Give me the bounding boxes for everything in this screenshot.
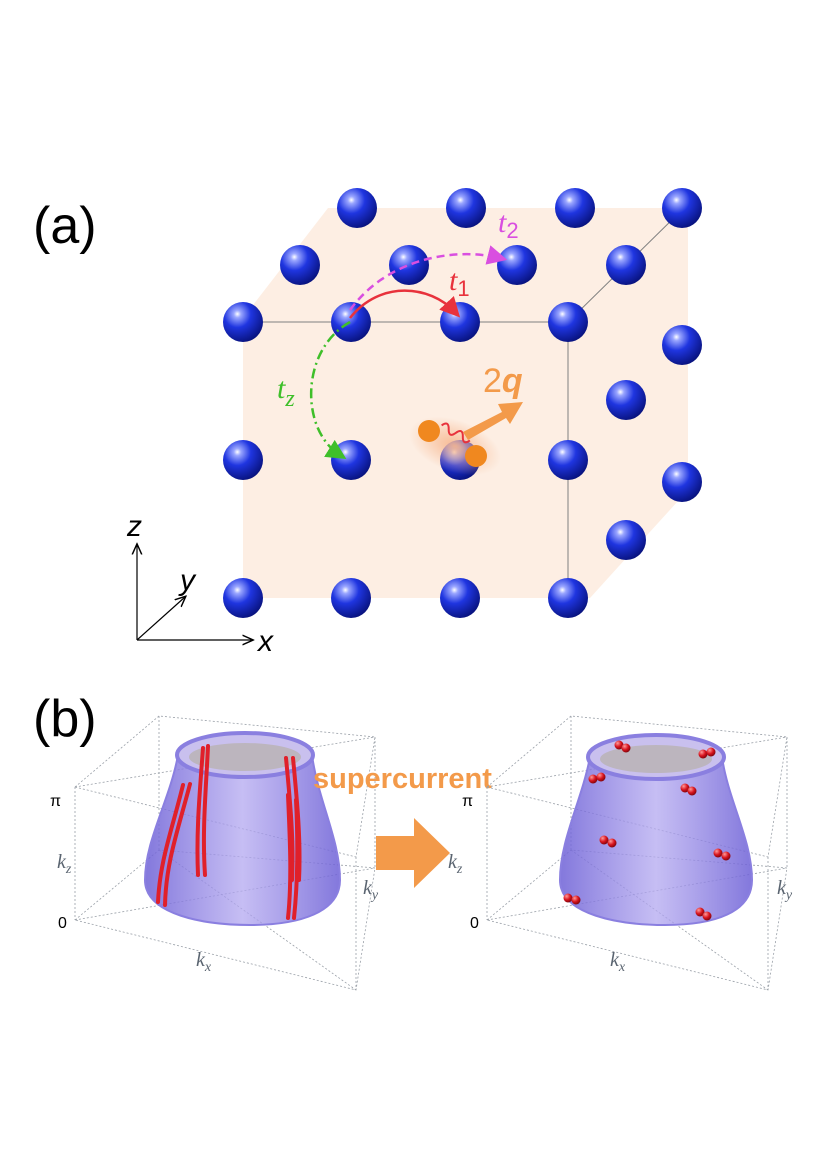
- atom: [606, 380, 646, 420]
- y-axis: [136, 597, 185, 641]
- hop-t1-arrow: [349, 289, 461, 319]
- atom: [389, 245, 429, 285]
- atom: [440, 578, 480, 618]
- atom: [331, 578, 371, 618]
- atom: [440, 302, 480, 342]
- nodal-point: [588, 774, 598, 784]
- right-fermi-surface: [558, 756, 754, 927]
- electron-2: [465, 445, 487, 467]
- atom: [223, 578, 263, 618]
- nodal-point: [695, 907, 705, 917]
- panel-a-label: (a): [33, 197, 97, 255]
- nodal-line: [201, 744, 210, 877]
- nodal-point: [596, 772, 606, 782]
- supercurrent-arrow: [376, 818, 450, 888]
- atom: [280, 245, 320, 285]
- atom: [337, 188, 377, 228]
- atom: [223, 440, 263, 480]
- nodal-line: [163, 782, 192, 907]
- atom: [555, 188, 595, 228]
- hop-tz-arrow: [310, 320, 351, 459]
- left-brillouin-box: π 0 kz kx ky: [50, 715, 379, 991]
- nodal-point: [607, 838, 617, 848]
- atom: [223, 302, 263, 342]
- nodal-line: [286, 793, 293, 920]
- nodal-lines: [156, 744, 302, 920]
- nodal-points: [563, 740, 731, 921]
- left-tick-zero: 0: [58, 915, 67, 932]
- nodal-point: [698, 749, 708, 759]
- atom: [548, 302, 588, 342]
- momentum-arrow: [463, 402, 523, 440]
- hop-t2-arrow: [348, 245, 508, 311]
- left-kz-label: kz: [57, 851, 72, 877]
- pair-bond: [441, 422, 471, 444]
- coordinate-axes: [137, 545, 252, 640]
- right-kz-label: kz: [448, 851, 463, 877]
- nodal-line: [156, 783, 185, 904]
- z-axis-label: z: [126, 510, 142, 543]
- atom: [497, 245, 537, 285]
- nodal-point: [706, 747, 716, 757]
- atom: [606, 520, 646, 560]
- electron-1: [418, 420, 440, 442]
- nodal-point: [563, 893, 573, 903]
- nodal-point: [687, 786, 697, 796]
- nodal-point: [571, 895, 581, 905]
- hop-tz-label: tz: [277, 372, 295, 412]
- atom: [662, 188, 702, 228]
- nodal-line: [292, 798, 300, 920]
- atom-lattice: [223, 188, 702, 618]
- right-tick-pi: π: [462, 793, 473, 810]
- nodal-point: [713, 848, 723, 858]
- hop-t2-label: t2: [498, 206, 519, 243]
- atom: [548, 578, 588, 618]
- nodal-line: [284, 756, 295, 882]
- atom: [662, 325, 702, 365]
- right-kx-label: kx: [610, 949, 626, 975]
- right-brillouin-box: π 0 kz kx ky: [448, 715, 793, 991]
- atom: [606, 245, 646, 285]
- y-axis-label: y: [178, 564, 197, 597]
- cooper-pair: [409, 402, 523, 476]
- left-kx-label: kx: [196, 949, 212, 975]
- right-tick-zero: 0: [470, 915, 479, 932]
- nodal-point: [702, 911, 712, 921]
- atom: [331, 302, 371, 342]
- atom: [548, 440, 588, 480]
- left-ky-label: ky: [363, 877, 379, 903]
- atom: [446, 188, 486, 228]
- nodal-point: [680, 783, 690, 793]
- supercurrent-label: supercurrent: [313, 763, 492, 795]
- atom: [331, 440, 371, 480]
- nodal-line: [195, 746, 205, 877]
- hop-t1-label: t1: [449, 264, 470, 301]
- left-tick-pi: π: [50, 793, 61, 810]
- atom: [662, 462, 702, 502]
- nodal-point: [599, 835, 609, 845]
- panel-b-label: (b): [33, 690, 97, 748]
- right-ky-label: ky: [777, 877, 793, 903]
- x-axis-label: x: [256, 625, 274, 658]
- momentum-label: 2q: [483, 362, 523, 400]
- nodal-point: [721, 851, 731, 861]
- nodal-point: [614, 740, 624, 750]
- nodal-point: [621, 743, 631, 753]
